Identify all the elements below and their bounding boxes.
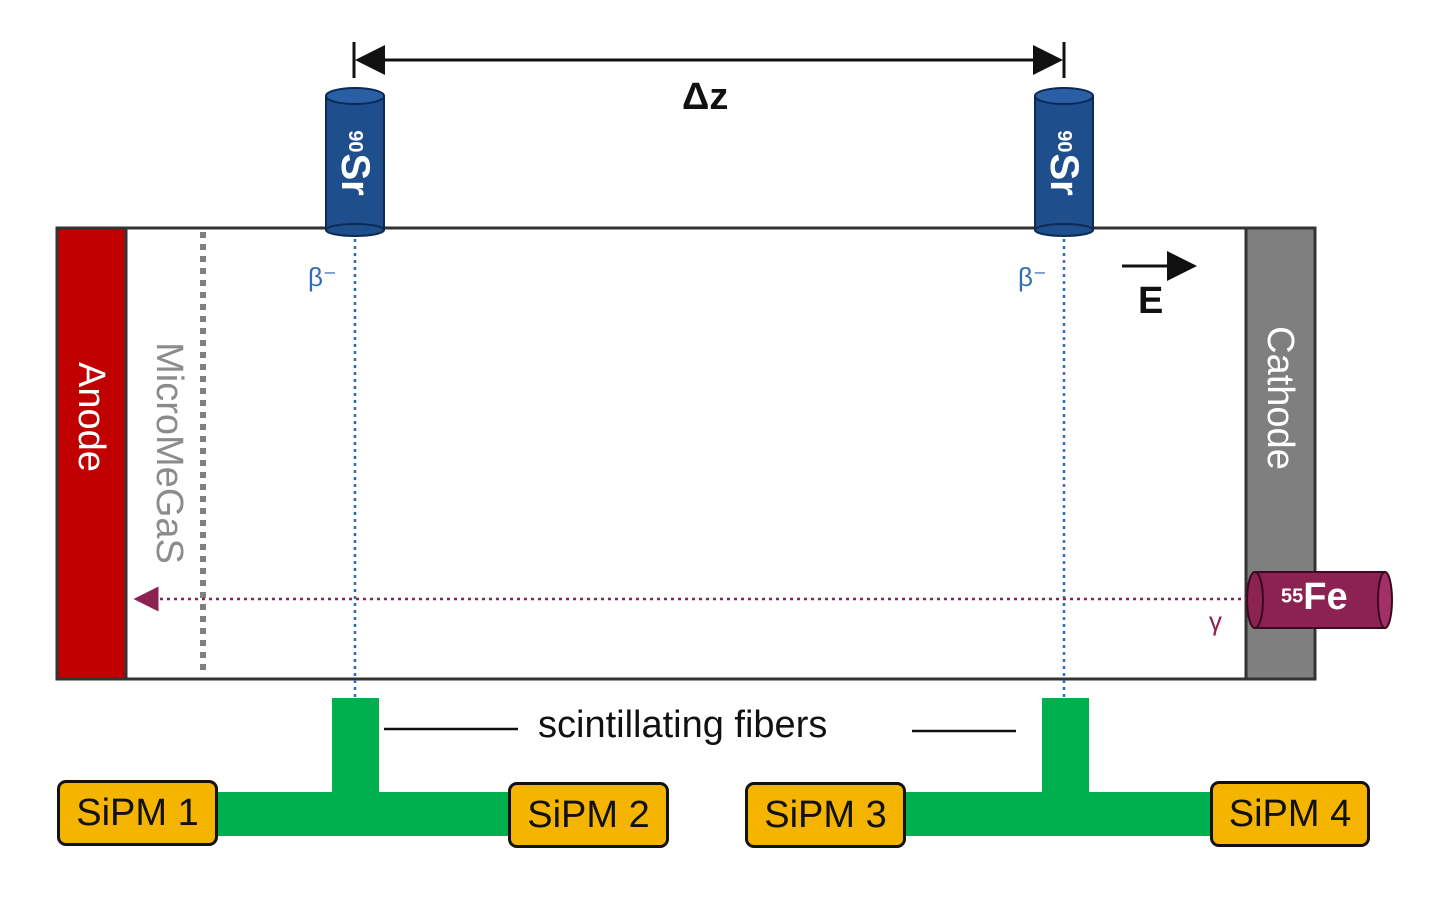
sipm-1: SiPM 1: [57, 780, 218, 846]
fe-mass: 55: [1281, 585, 1304, 608]
delta-z-label: Δz: [682, 76, 729, 118]
micromegas-label: MicroMeGaS: [148, 342, 191, 564]
fiber-vertical-left: [332, 698, 379, 802]
efield-label: E: [1138, 280, 1164, 322]
sr-mass-right: 90: [1053, 130, 1076, 153]
fe-source-cylinder: [1246, 571, 1393, 629]
sipm-4: SiPM 4: [1210, 781, 1370, 847]
beta-label-right: β⁻: [1018, 262, 1047, 292]
fe-symbol: Fe: [1303, 576, 1348, 618]
fiber-horizontal-left: [210, 792, 516, 836]
gamma-label: γ: [1209, 606, 1222, 636]
fiber-horizontal-right: [900, 792, 1216, 836]
cathode-label: Cathode: [1259, 326, 1302, 470]
sr-source-left-cylinder: [325, 87, 385, 237]
fe-label: 55Fe: [1281, 576, 1348, 619]
fibers-label: scintillating fibers: [538, 704, 828, 746]
beta-label-left: β⁻: [308, 262, 337, 292]
sr-mass-left: 90: [344, 130, 367, 153]
sr-label-left: 90 Sr: [332, 108, 378, 218]
sr-source-right-cylinder: [1034, 87, 1094, 237]
sipm-3: SiPM 3: [745, 782, 906, 848]
chamber-frame: [55, 226, 1317, 681]
anode-bar: [55, 226, 128, 681]
fiber-vertical-right: [1042, 698, 1089, 802]
sr-symbol-left: Sr: [333, 153, 378, 196]
anode-label: Anode: [70, 362, 113, 472]
sr-symbol-right: Sr: [1042, 153, 1087, 196]
sr-label-right: 90 Sr: [1041, 108, 1087, 218]
sipm-2: SiPM 2: [508, 782, 669, 848]
